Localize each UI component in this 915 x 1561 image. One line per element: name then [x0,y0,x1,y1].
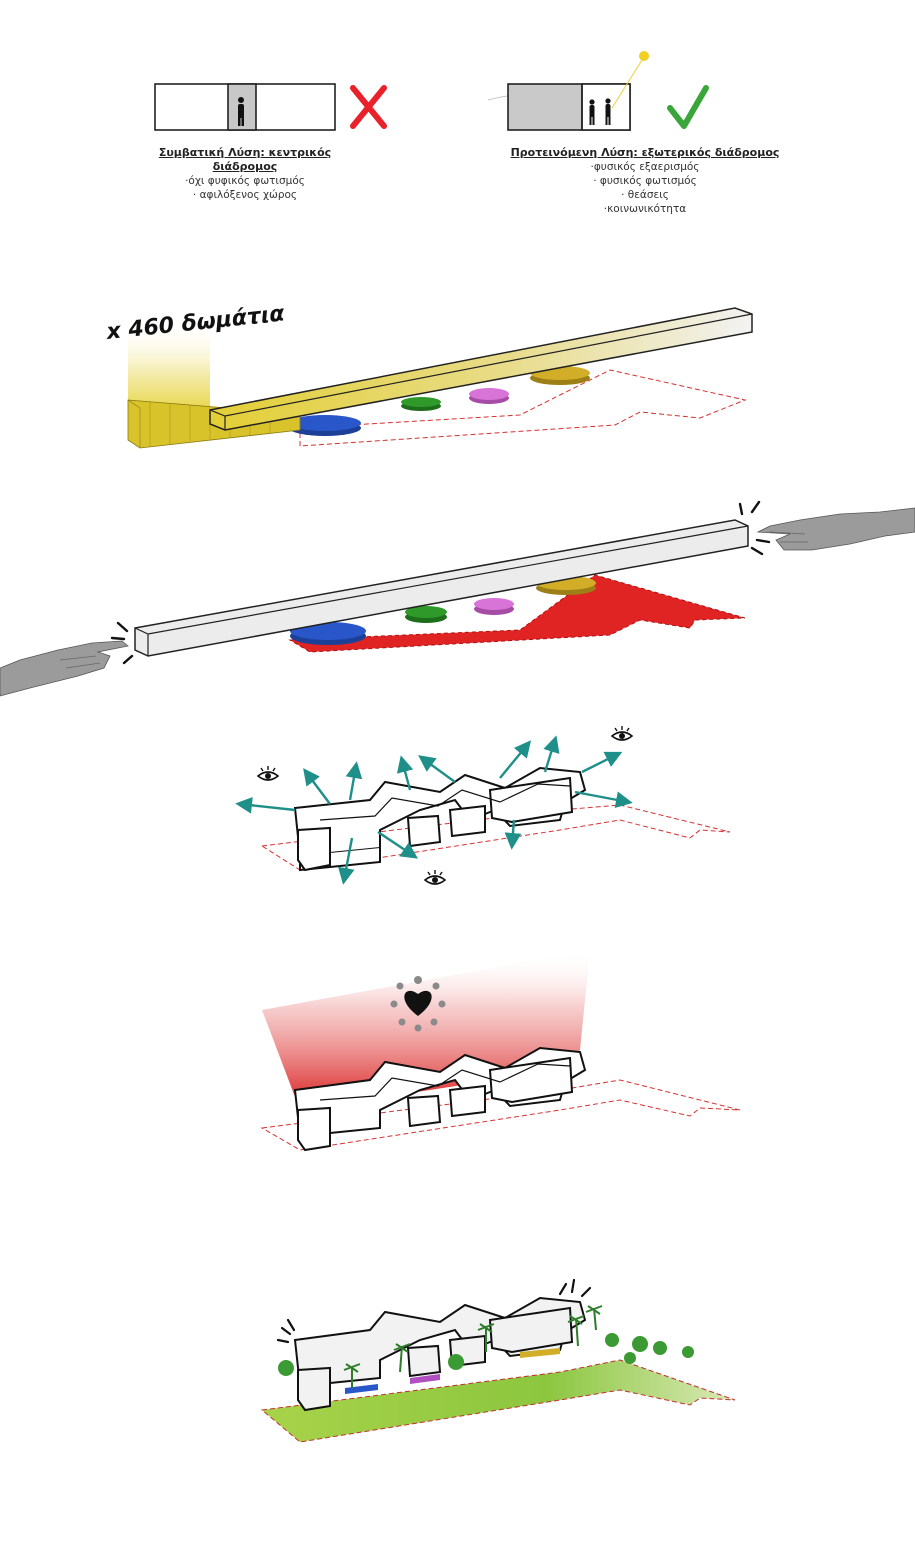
corridor-bar [134,519,749,657]
heart-icon [390,976,446,1032]
program-disc-pink [474,598,514,615]
conventional-item: · αφιλόξενος χώρος [192,189,298,201]
proposed-caption: Προτεινόμενη Λύση: εξωτερικός διάδρομος … [500,146,790,216]
landscape-drawing [260,1278,736,1443]
comparison-panel: Συμβατική Λύση: κεντρικός διάδρομος ·όχι… [0,0,915,240]
rooms-panel: x 460 δωμάτια [0,290,915,470]
building-block [293,1046,587,1152]
eye-icon [423,870,447,885]
building-block [293,766,587,872]
impact-lines [738,500,771,556]
rooms-drawing [127,307,753,449]
program-disc-green [401,397,441,411]
bar-hands-panel [0,490,915,710]
building-block [293,1296,587,1412]
impact-lines [276,1278,592,1344]
landscape-panel [0,1260,915,1460]
eye-icon [610,726,634,741]
accent-strips [345,1348,560,1394]
comparison-drawing [154,51,709,131]
conventional-caption: Συμβατική Λύση: κεντρικός διάδρομος ·όχι… [130,146,360,202]
proposed-title: Προτεινόμενη Λύση: εξωτερικός διάδρομος [510,146,780,159]
program-disc-green [405,606,447,623]
sun-icon [639,51,649,61]
hand-icon [756,507,915,551]
eye-icon [256,766,280,781]
proposed-item: · θεάσεις [621,189,669,201]
program-disc-pink [469,388,509,404]
palm-tree-icon [343,1305,603,1388]
proposed-item: · φυσικός φωτισμός [593,175,697,187]
proposed-item: ·φυσικός εξαερισμός [590,161,700,173]
person-icon [238,97,244,126]
program-disc-blue [289,415,361,436]
tree-icon [278,1333,694,1376]
conventional-plan [154,83,336,131]
bar-hands-drawing [0,500,915,697]
conventional-item: ·όχι φυφικός φωτισμός [185,175,305,187]
check-icon [667,85,709,129]
social-drawing [260,950,741,1152]
social-panel [0,950,915,1170]
corridor-bar [209,307,753,431]
impact-lines [110,621,134,665]
view-arrows [235,735,633,885]
cross-icon [350,85,387,129]
person-icon [589,98,611,125]
views-panel [0,720,915,910]
views-drawing [235,726,731,885]
conventional-title: Συμβατική Λύση: κεντρικός διάδρομος [158,146,332,173]
hand-icon [0,640,129,697]
proposed-item: ·κοινωνικότητα [603,203,687,215]
proposed-plan [487,51,649,131]
